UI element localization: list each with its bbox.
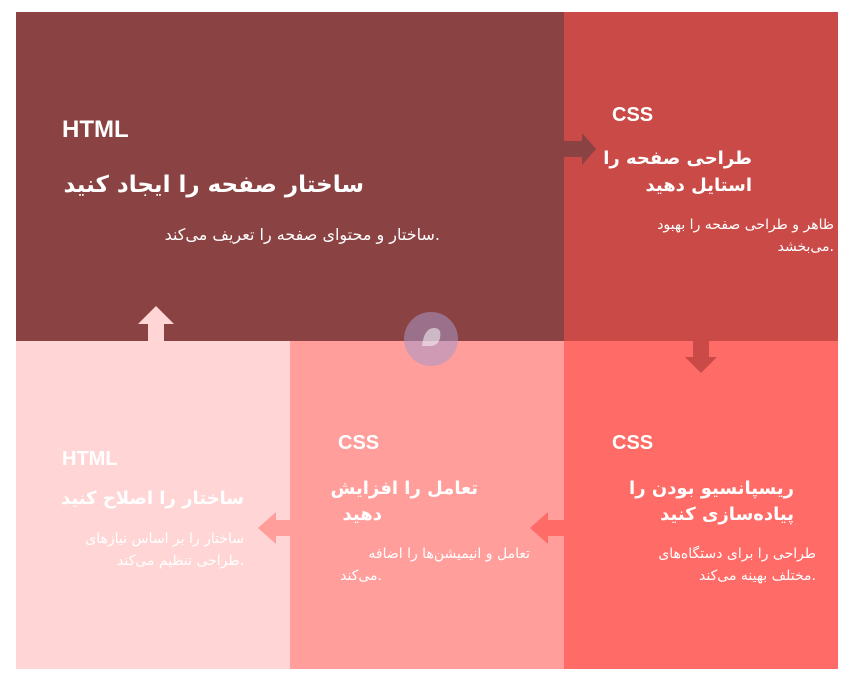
step3-description-line1: طراحی را برای دستگاه‌های (658, 546, 816, 562)
step1-tag: HTML (62, 116, 129, 143)
step-css-interaction-panel (290, 341, 564, 669)
arrow-right-shape (562, 133, 596, 165)
step2-description-line2: .می‌بخشد (777, 239, 834, 255)
step4-description-line1: تعامل و انیمیشن‌ها را اضافه (368, 546, 530, 562)
arrow-left-shape-2 (258, 512, 294, 544)
step3-description-line2: .مختلف بهینه می‌کند (699, 568, 816, 584)
step4-description-line2: .می‌کند (340, 568, 382, 584)
step5-tag: HTML (62, 448, 118, 470)
arrow-right-icon (562, 133, 596, 165)
step2-heading-line1: طراحی صفحه را (603, 148, 752, 169)
arrow-left-icon (530, 512, 566, 544)
step3-tag: CSS (612, 432, 654, 454)
step-html-refine-panel (16, 341, 290, 669)
step1-description: .ساختار و محتوای صفحه را تعریف می‌کند (164, 225, 440, 244)
step3-heading-line1: ریسپانسیو بودن را (629, 478, 794, 499)
logo-mark (422, 328, 441, 346)
step5-description-line2: .طراحی تنظیم می‌کند (117, 553, 244, 569)
step2-tag: CSS (612, 104, 654, 126)
step2-heading-line2: استایل دهید (645, 175, 752, 196)
arrow-up-icon (138, 306, 174, 342)
site-logo-icon (404, 312, 458, 366)
arrow-left-icon-2 (258, 512, 294, 544)
step-css-responsive-panel (564, 341, 838, 669)
step3-heading-line2: پیاده‌سازی کنید (660, 504, 794, 525)
step4-heading-line1: تعامل را افزایش (330, 478, 478, 499)
step-css-style-panel (564, 12, 838, 341)
step4-heading-line2: دهید (342, 504, 382, 525)
arrow-up-shape (138, 306, 174, 342)
arrow-down-shape (685, 337, 717, 373)
arrow-down-icon (685, 337, 717, 373)
step1-heading: ساختار صفحه را ایجاد کنید (63, 172, 364, 198)
step5-description-line1: ساختار را بر اساس نیازهای (85, 531, 244, 547)
step5-heading: ساختار را اصلاح کنید (61, 488, 244, 509)
step4-tag: CSS (338, 432, 380, 454)
step2-description-line1: ظاهر و طراحی صفحه را بهبود (657, 217, 834, 233)
step-html-create-panel (16, 12, 564, 341)
arrow-left-shape (530, 512, 566, 544)
